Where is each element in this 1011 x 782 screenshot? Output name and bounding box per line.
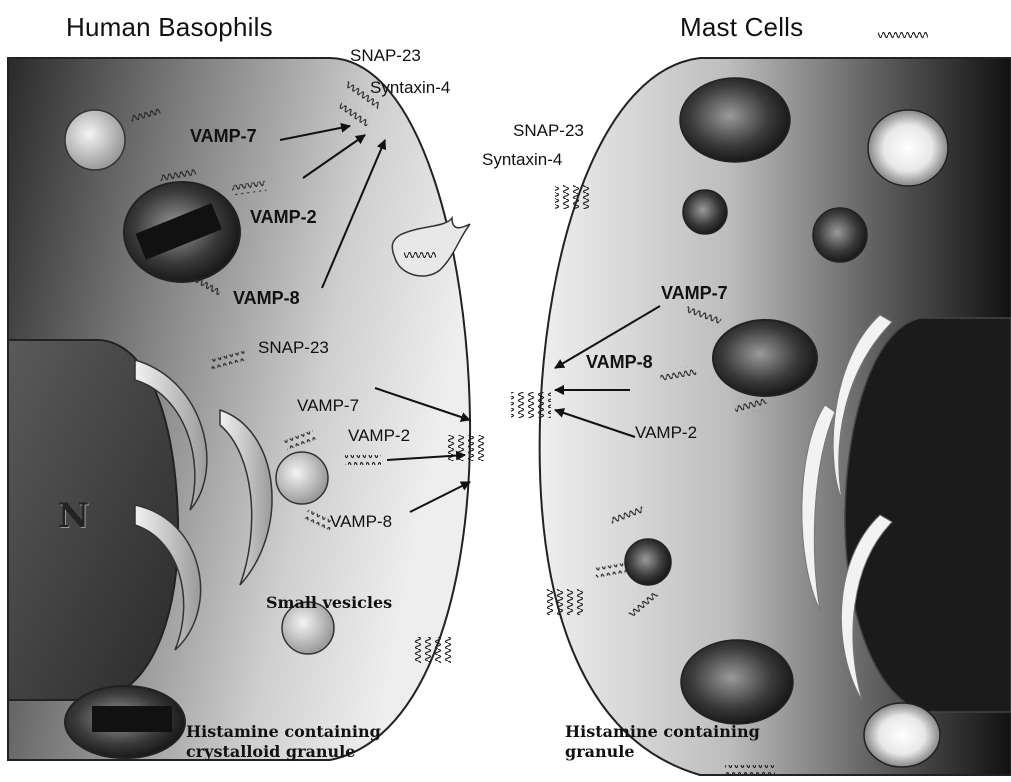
mast-granule-1 [680,78,790,162]
label-syntaxin4-top: Syntaxin-4 [370,78,450,98]
label-mast-vamp2: VAMP-2 [635,423,697,443]
label-small-vesicles: Small vesicles [266,593,392,612]
label-mast-granule-line1: Histamine containing [565,722,760,741]
mast-granule-6 [625,539,671,585]
label-vamp7-top: VAMP-7 [190,126,257,147]
label-mast-vamp7: VAMP-7 [661,283,728,304]
label-vamp2-mid: VAMP-2 [348,426,410,446]
label-mast-syntaxin4: Syntaxin-4 [482,150,562,170]
label-vamp7-mid: VAMP-7 [297,396,359,416]
label-nucleus: N [58,496,89,536]
title-mast-cells: Mast Cells [680,12,803,43]
released-vesicle-snare [404,252,436,258]
mast-granule-8 [864,703,940,767]
label-basophil-granule-line2: crystalloid granule [186,742,355,761]
crystal-bottom [92,706,172,732]
label-basophil-granule-line1: Histamine containing [186,722,381,741]
title-human-basophils: Human Basophils [66,12,273,43]
mast-granule-4 [813,208,867,262]
label-vamp2-top: VAMP-2 [250,207,317,228]
label-vamp8-top: VAMP-8 [233,288,300,309]
label-mast-vamp8: VAMP-8 [586,352,653,373]
mast-granule-7 [681,640,793,724]
label-vamp8-mid: VAMP-8 [330,512,392,532]
label-mast-snap23: SNAP-23 [513,121,584,141]
mast-granule-3 [683,190,727,234]
label-mast-granule-line2: granule [565,742,635,761]
mast-granule-5 [713,320,817,396]
label-snap23-mid: SNAP-23 [258,338,329,358]
mast-granule-2 [868,110,948,186]
small-vesicle-mid [276,452,328,504]
mast-nucleus [845,318,1011,712]
label-snap23-top: SNAP-23 [350,46,421,66]
vesicle-top-left [65,110,125,170]
